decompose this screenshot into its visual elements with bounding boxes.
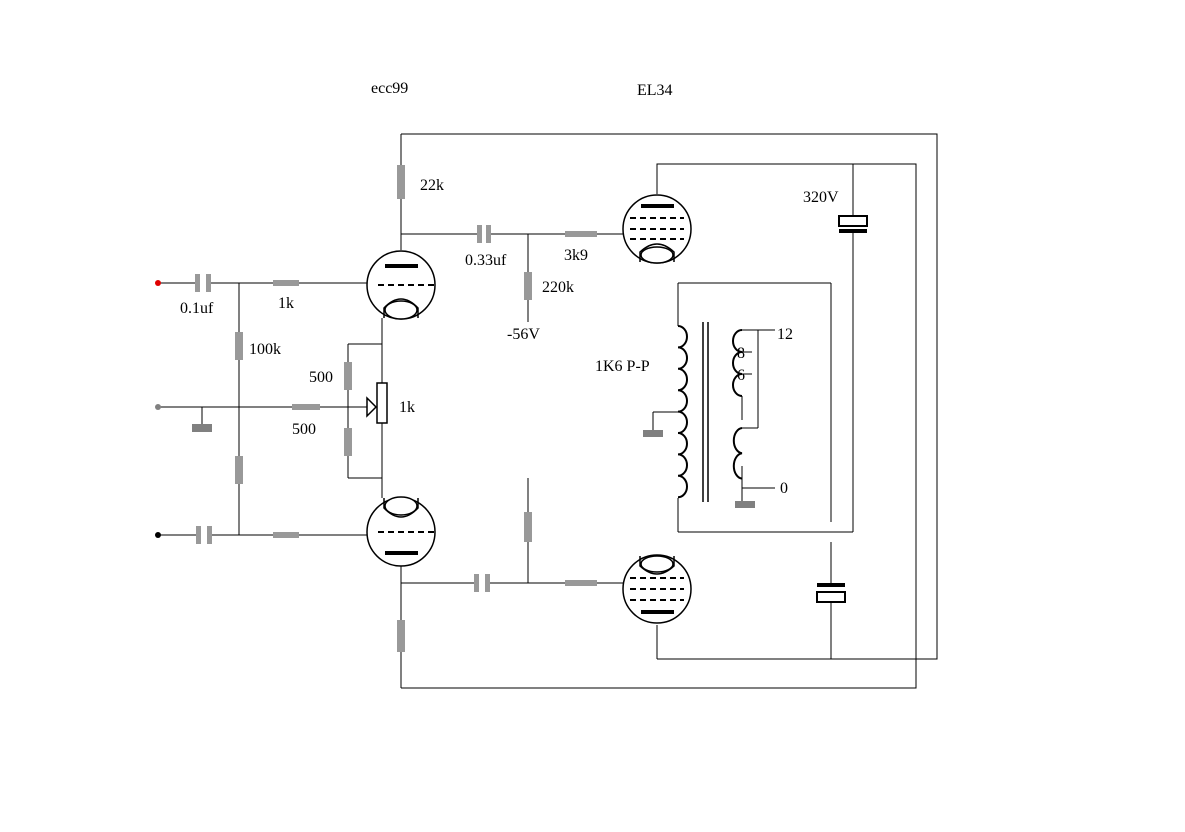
tap-0-label: 0 (780, 480, 788, 497)
secondary-winding-lower (732, 427, 743, 480)
grounds (192, 424, 755, 508)
r-cathode-top-label: 500 (309, 369, 333, 386)
output-valve-lower (622, 554, 692, 624)
input-mid-terminal (155, 404, 161, 410)
input-terminals (155, 280, 161, 538)
driver-tube-label: ecc99 (371, 80, 408, 97)
ground-ct (643, 430, 663, 437)
r-grid-stop-in-label: 1k (278, 295, 294, 312)
r-plate-lower (397, 620, 405, 652)
c-input-label: 0.1uf (180, 300, 214, 317)
input-plus-terminal (155, 280, 161, 286)
r-plate-upper (397, 165, 405, 199)
pot-label: 1k (399, 399, 415, 416)
input-minus-terminal (155, 532, 161, 538)
ground-input (192, 424, 212, 432)
tap-8-label: 8 (737, 345, 745, 362)
r-grid-leak-lower (524, 512, 532, 542)
c-coupling-label: 0.33uf (465, 252, 507, 269)
resistors (235, 165, 597, 652)
r-plate-label: 22k (420, 177, 444, 194)
c-supply-320v (838, 215, 868, 233)
r-input-lower (235, 456, 243, 484)
ground-secondary (735, 501, 755, 508)
tap-6-label: 6 (737, 367, 745, 384)
primary-winding (677, 325, 688, 499)
secondary-winding-upper (732, 329, 743, 397)
tap-12-label: 12 (777, 326, 793, 343)
c-coupling-lower (474, 574, 490, 592)
r-input-upper (235, 332, 243, 360)
transformer-label: 1K6 P-P (595, 358, 650, 375)
r-grid-leak-upper (524, 272, 532, 300)
capacitors (195, 225, 491, 592)
c-input-lower (196, 526, 212, 544)
c-input-upper (195, 274, 211, 292)
electrolytic-capacitors (816, 215, 868, 603)
r-middle-input (292, 404, 320, 410)
r-cathode-top (344, 362, 352, 390)
r-grid-stop-upper-out (565, 231, 597, 237)
bottom-return-wire (401, 163, 917, 689)
r-input-label: 100k (249, 341, 281, 358)
r-grid-leak-label: 220k (542, 279, 574, 296)
output-valve-upper (622, 194, 692, 264)
potentiometer (366, 382, 388, 424)
driver-valve-upper (366, 250, 437, 320)
text-labels: ecc99 EL34 22k 0.33uf 3k9 220k -56V 320V… (180, 80, 839, 497)
outer-feedback-wire (401, 133, 938, 660)
supply-voltage-label: 320V (803, 189, 839, 206)
c-coupling-upper (477, 225, 491, 243)
wires (160, 133, 938, 689)
output-tube-label: EL34 (637, 82, 673, 99)
r-grid-stop-out-label: 3k9 (564, 247, 588, 264)
r-grid-stop-lower-in (273, 532, 299, 538)
r-cathode-bottom-label: 500 (292, 421, 316, 438)
r-grid-stop-upper-in (273, 280, 299, 286)
driver-valve-lower (366, 496, 437, 567)
r-grid-stop-lower-out (565, 580, 597, 586)
r-cathode-bottom (344, 428, 352, 456)
output-transformer (677, 322, 743, 502)
bias-voltage-label: -56V (507, 326, 540, 343)
c-cathode-output (816, 583, 846, 603)
